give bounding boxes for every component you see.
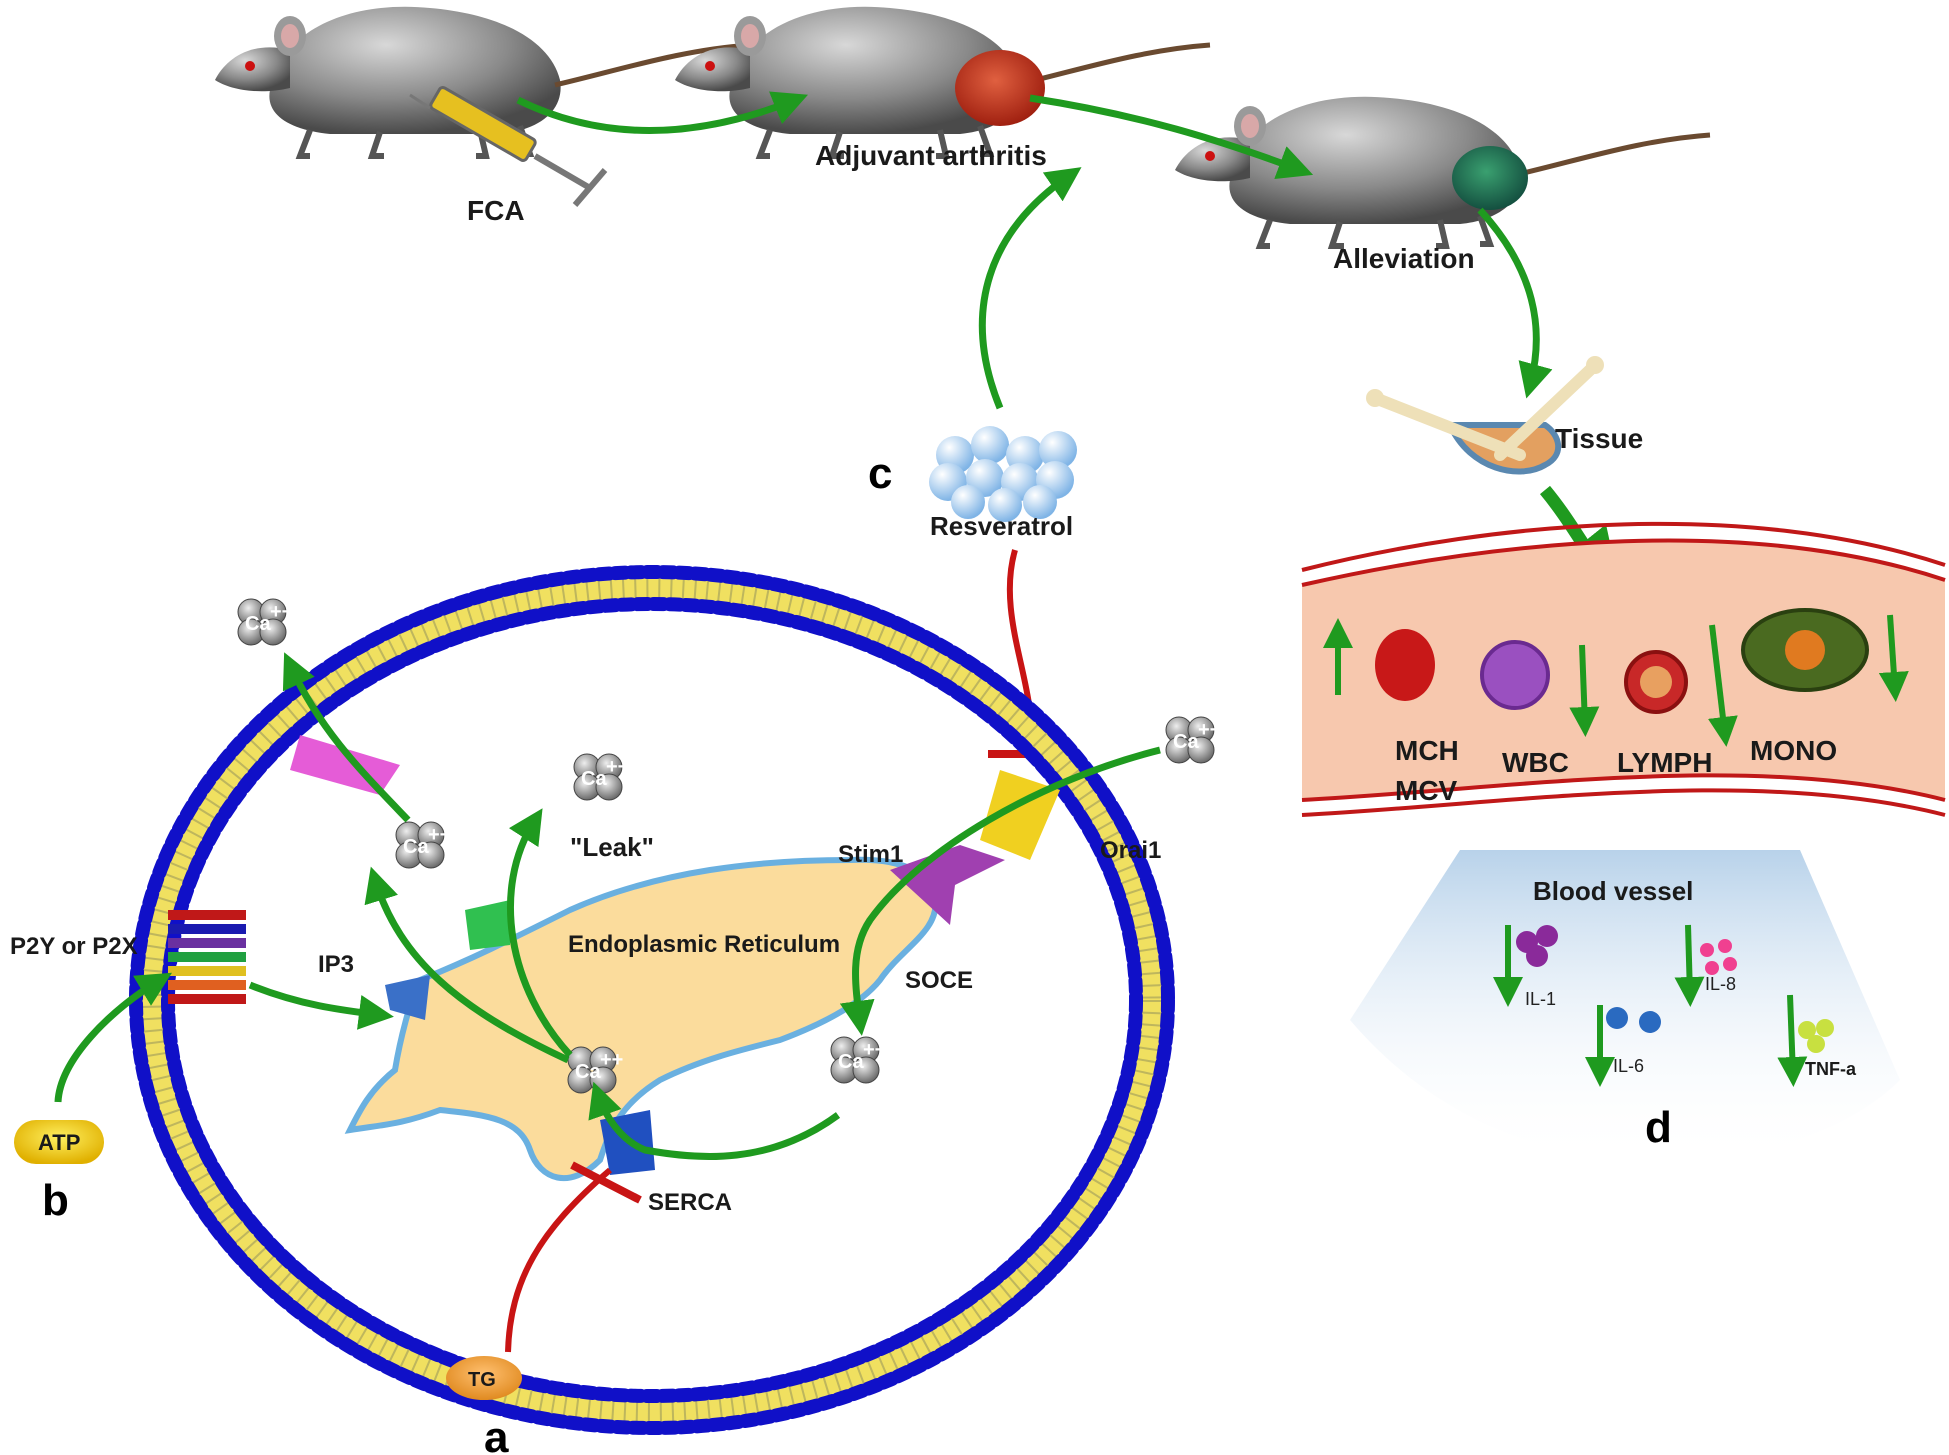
orai1-label: Orai1 [1100, 837, 1161, 864]
il8-label: IL-8 [1705, 974, 1736, 994]
ip3-receptor [385, 975, 430, 1020]
svg-text:Ca: Ca [1173, 731, 1199, 753]
leak-label: "Leak" [570, 832, 654, 862]
resveratrol-icon [929, 426, 1077, 522]
ca-ion-leak: Ca ++ [573, 753, 629, 801]
tnf-cytokine [1798, 1019, 1834, 1053]
tissue-label: Tissue [1555, 423, 1643, 454]
svg-text:Ca: Ca [245, 613, 271, 635]
svg-text:Ca: Ca [575, 1061, 601, 1083]
blood-vessel-label: Blood vessel [1533, 876, 1693, 906]
atp-molecule: ATP [14, 1120, 104, 1164]
lymph-nucleus [1640, 666, 1672, 698]
arrow-serca-uptake [588, 1081, 841, 1160]
tnf-label: TNF-a [1805, 1059, 1857, 1079]
arrow-il8-down [1674, 924, 1705, 1007]
p2y-p2x-label: P2Y or P2X [10, 933, 138, 960]
mch-label: MCH [1395, 735, 1459, 766]
inhibit-bar-serca [570, 1161, 642, 1204]
ca-ion-er: Ca ++ [567, 1046, 623, 1094]
arrow-resveratrol-to-arthritis [978, 167, 1082, 410]
arrow-lymph-down [1707, 624, 1738, 747]
tg-molecule: TG [446, 1356, 522, 1400]
mcv-label: MCV [1395, 775, 1458, 806]
panel-b-label: b [42, 1176, 69, 1225]
svg-text:++: ++ [428, 824, 451, 846]
svg-text:++: ++ [606, 756, 629, 778]
arrow-tnf-down [1777, 994, 1808, 1087]
il8-cytokine [1700, 939, 1737, 975]
resveratrol-label: Resveratrol [930, 511, 1073, 541]
arrow-alleviation-to-tissue [1477, 207, 1553, 399]
serca-label: SERCA [648, 1189, 732, 1216]
endoplasmic-reticulum [344, 856, 939, 1181]
arrow-atp-to-p2 [54, 972, 173, 1103]
panel-d-label: d [1645, 1103, 1672, 1152]
svg-text:Ca: Ca [581, 768, 607, 790]
cytokine-fan [1350, 850, 1900, 1163]
arrow-wbc-down [1569, 644, 1600, 737]
wbc-cell [1480, 640, 1550, 710]
svg-text:++: ++ [270, 601, 293, 623]
wbc-label: WBC [1502, 747, 1569, 778]
tissue-bone-icon [1366, 356, 1604, 475]
arrow-soce-entry [839, 746, 1161, 1036]
il1-label: IL-1 [1525, 989, 1556, 1009]
inhibit-tg-serca [505, 1167, 612, 1353]
pink-efflux-channel [290, 735, 400, 795]
leak-channel [465, 900, 510, 950]
svg-text:TG: TG [468, 1369, 496, 1391]
arrow-arthritis-to-alleviation [1029, 94, 1314, 180]
mono-label: MONO [1750, 735, 1837, 766]
ca-ion-soce: Ca ++ [830, 1036, 886, 1084]
il6-label: IL-6 [1613, 1056, 1644, 1076]
red-blood-cell [1375, 629, 1435, 701]
rat-arthritis [675, 7, 1210, 156]
adjuvant-arthritis-label: Adjuvant arthritis [815, 140, 1047, 171]
il1-cytokine [1516, 925, 1558, 967]
svg-text:Ca: Ca [838, 1051, 864, 1073]
panel-c-label: c [868, 449, 892, 498]
mono-nucleus [1785, 630, 1825, 670]
svg-text:++: ++ [600, 1049, 623, 1071]
soce-label: SOCE [905, 967, 973, 994]
ca-ion-cytosol-left: Ca ++ [395, 821, 451, 869]
ca-ion-extracellular-right: Ca ++ [1165, 716, 1221, 764]
stim1-label: Stim1 [838, 841, 903, 868]
lymph-label: LYMPH [1617, 747, 1712, 778]
arrow-fca-to-arthritis [516, 91, 808, 134]
arrow-mono-down [1878, 614, 1909, 702]
blood-vessel [1301, 521, 1946, 817]
il6-cytokine [1606, 1007, 1661, 1033]
fca-label: FCA [467, 195, 525, 226]
panel-a-label: a [484, 1413, 509, 1455]
arrow-ip3-release [364, 866, 570, 1064]
ip3-label: IP3 [318, 951, 354, 978]
svg-text:Ca: Ca [403, 836, 429, 858]
ca-ion-extracellular-top: Ca ++ [237, 598, 293, 646]
arrow-p2-to-ip3 [248, 981, 394, 1030]
arrow-leak [507, 808, 573, 1058]
syringe-icon [409, 86, 608, 207]
svg-text:++: ++ [863, 1039, 886, 1061]
rat-alleviation [1175, 97, 1710, 246]
arrow-efflux [282, 652, 411, 823]
alleviation-label: Alleviation [1333, 243, 1475, 274]
p2y-p2x-receptor [168, 910, 246, 1004]
er-label: Endoplasmic Reticulum [568, 931, 840, 958]
svg-text:++: ++ [1198, 719, 1221, 741]
svg-text:ATP: ATP [38, 1130, 80, 1155]
